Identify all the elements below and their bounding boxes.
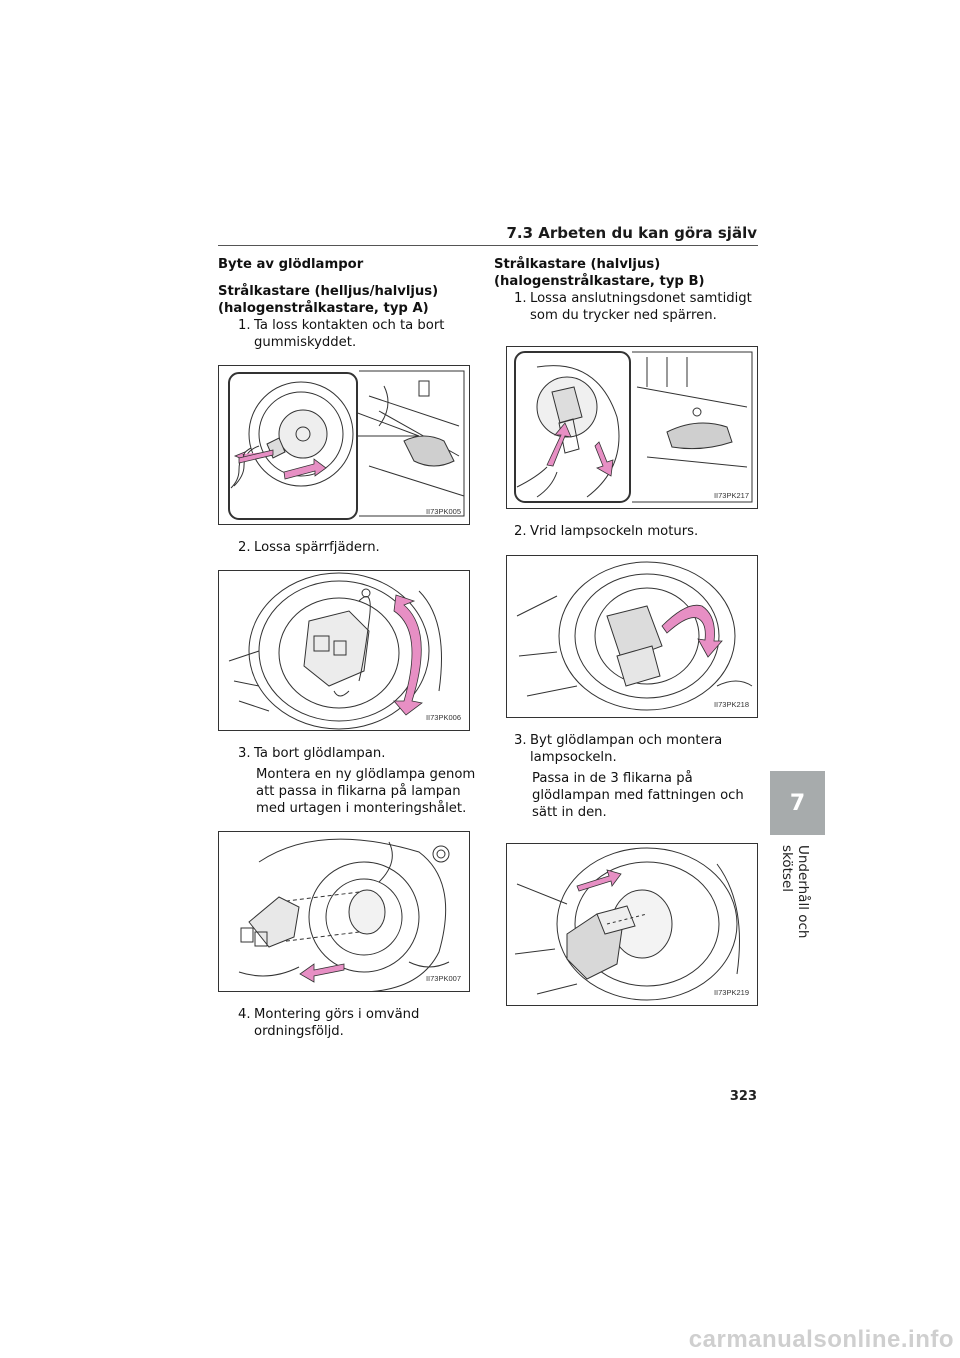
left-column: Byte av glödlampor Strålkastare (helljus… [218, 256, 478, 1040]
step-number: 2. [238, 540, 251, 555]
step-number: 1. [238, 318, 251, 333]
step-text: Lossa spärrfjädern. [254, 540, 380, 555]
right-step-3-note: Passa in de 3 flikarna på glödlampan med… [532, 771, 744, 820]
illustration-turn-socket [516, 561, 753, 711]
chapter-label: Underhåll och skötsel [779, 845, 811, 939]
figure-code: II73PK005 [425, 507, 461, 516]
figure-code: II73PK217 [713, 491, 749, 500]
step-text: Byt glödlampan och montera lampsockeln. [530, 733, 723, 765]
left-step-2: 2. Lossa spärrfjädern. [218, 539, 478, 556]
figure-ii73pk218: II73PK218 [506, 555, 758, 718]
figure-code: II73PK006 [425, 713, 461, 722]
heading-bulb-replacement: Byte av glödlampor [218, 257, 364, 272]
step-text: Lossa anslutningsdonet samtidigt som du … [530, 291, 752, 323]
illustration-install-bulb [514, 847, 740, 1001]
right-step-2: 2. Vrid lampsockeln moturs. [494, 523, 754, 540]
figure-ii73pk006: II73PK006 [218, 570, 470, 731]
step-number: 3. [238, 746, 251, 761]
subheading-type-a-line1: Strålkastare (helljus/halvljus) [218, 284, 439, 299]
right-column: Strålkastare (halvljus) (halogenstrålkas… [494, 256, 758, 1006]
step-text: Ta loss kontakten och ta bort gummiskydd… [254, 318, 445, 350]
step-number: 3. [514, 733, 527, 748]
right-step-1: 1. Lossa anslutningsdonet samtidigt som … [494, 290, 754, 324]
figure-ii73pk005: II73PK005 [218, 365, 470, 525]
watermark: carmanualsonline.info [688, 1326, 954, 1353]
right-step-3: 3. Byt glödlampan och montera lampsockel… [494, 732, 754, 766]
section-title: 7.3 Arbeten du kan göra själv [506, 224, 758, 242]
left-step-3: 3. Ta bort glödlampan. [218, 745, 478, 762]
subheading-type-b-line2: (halogenstrålkastare, typ B) [494, 274, 705, 289]
left-step-3-note: Montera en ny glödlampa genom att passa … [256, 767, 476, 816]
left-step-1: 1. Ta loss kontakten och ta bort gummisk… [218, 317, 478, 351]
figure-ii73pk219: II73PK219 [506, 843, 758, 1006]
subheading-type-b-line1: Strålkastare (halvljus) [494, 257, 661, 272]
illustration-release-spring [228, 572, 442, 730]
left-step-4: 4. Montering görs i omvänd ordningsföljd… [218, 1006, 478, 1040]
header-rule [218, 245, 758, 246]
chapter-tab: 7 [770, 771, 825, 835]
figure-code: II73PK007 [425, 974, 461, 983]
figure-ii73pk007: II73PK007 [218, 831, 470, 992]
step-text: Ta bort glödlampan. [254, 746, 386, 761]
subheading-type-a-line2: (halogenstrålkastare, typ A) [218, 301, 429, 316]
step-number: 4. [238, 1007, 251, 1022]
step-text: Montering görs i omvänd ordningsföljd. [254, 1007, 420, 1039]
illustration-remove-bulb [238, 838, 450, 991]
page-number: 323 [729, 1089, 757, 1104]
step-number: 1. [514, 291, 527, 306]
step-number: 2. [514, 524, 527, 539]
illustration-disconnect-connector [514, 351, 753, 503]
illustration-remove-connector [228, 370, 465, 520]
figure-code: II73PK218 [713, 700, 749, 709]
figure-code: II73PK219 [713, 988, 749, 997]
step-text: Vrid lampsockeln moturs. [530, 524, 699, 539]
figure-ii73pk217: II73PK217 [506, 346, 758, 509]
